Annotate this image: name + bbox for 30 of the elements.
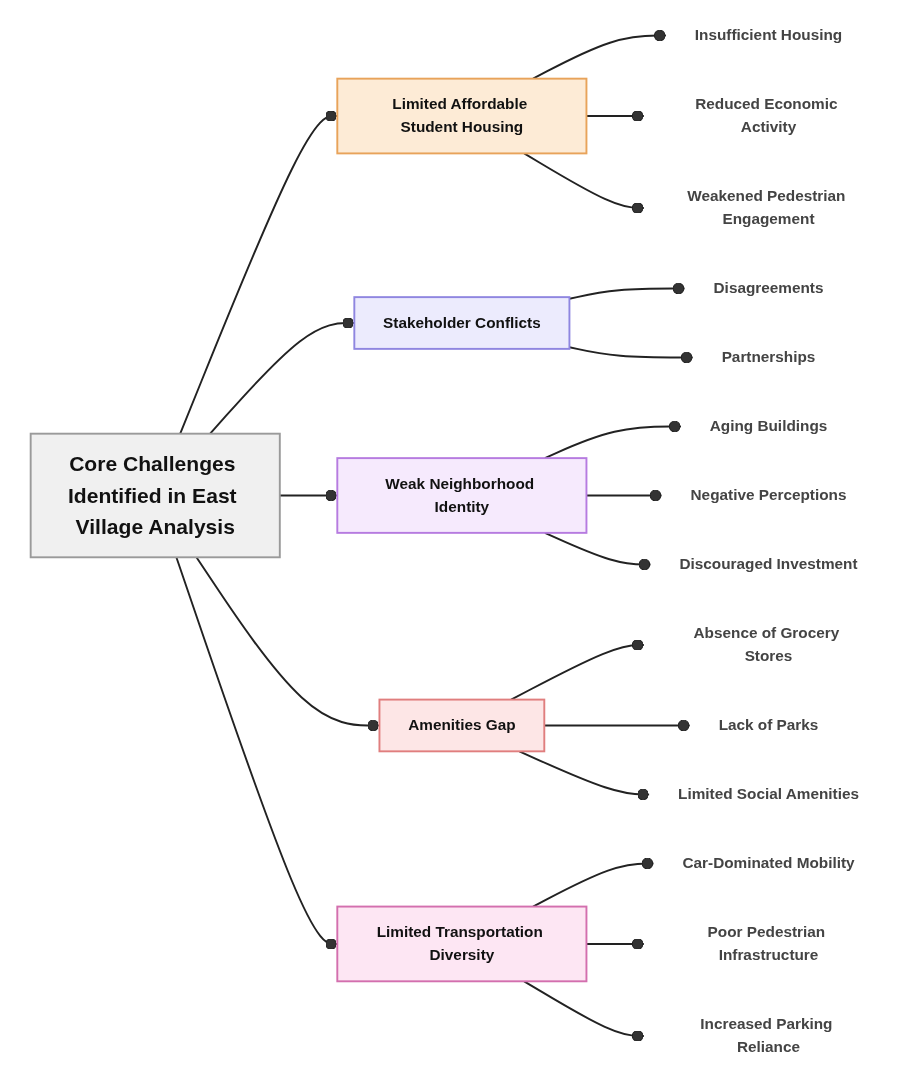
node-box: Weak Neighborhood Identity (336, 457, 588, 534)
node-text: Insufficient Housing (694, 26, 843, 44)
node-box: Amenities Gap (378, 698, 546, 753)
node-text: Negative Perceptions (690, 486, 847, 504)
connector (523, 152, 645, 214)
node-text: Limited Social Amenities (678, 785, 860, 803)
node-text: Partnerships (721, 348, 816, 366)
node-text: Disagreements (713, 279, 824, 297)
node-text: Increased Parking Reliance (700, 1015, 833, 1056)
connector (532, 857, 655, 908)
node-text: Poor Pedestrian Infrastructure (707, 923, 826, 964)
node-text: Reduced Economic Activity (695, 95, 838, 136)
node-box: Limited Affordable Student Housing (336, 77, 588, 155)
connector (510, 639, 645, 701)
connector (518, 750, 651, 801)
node-box: Core Challenges Identified in East Village Analysis (29, 432, 281, 559)
connector (544, 531, 652, 571)
node-text: Lack of Parks (718, 716, 819, 734)
connector (523, 980, 645, 1042)
node-text: Car-Dominated Mobility (682, 854, 855, 872)
node-text: Discouraged Investment (679, 555, 858, 573)
connector (532, 29, 668, 80)
node-box: Limited Transportation Diversity (336, 905, 588, 983)
node-text: Weakened Pedestrian Engagement (687, 187, 846, 228)
connector (568, 282, 686, 300)
node-text: Aging Buildings (709, 417, 828, 435)
node-text: Absence of Grocery Stores (693, 624, 840, 665)
connector (544, 420, 683, 460)
connector (568, 346, 694, 364)
node-box: Stakeholder Conflicts (353, 296, 571, 350)
